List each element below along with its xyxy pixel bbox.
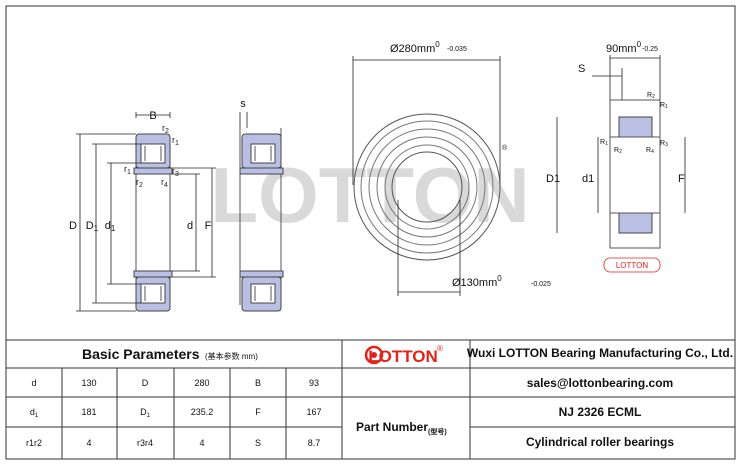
inner-tol-lower: -0.025 <box>531 281 551 288</box>
label-r2: r2 <box>162 123 169 135</box>
table-cell-r1-c0: d1 <box>30 407 39 419</box>
bore-circle <box>391 151 463 223</box>
table-cell-r0-c2: D <box>142 378 149 388</box>
part-number-value: NJ 2326 ECML <box>559 405 642 419</box>
right-bottom-roller <box>618 212 653 234</box>
table-cell-r1-c4: F <box>255 407 261 417</box>
label-D1-right: D1 <box>546 173 560 185</box>
table-cell-r2-c5: 8.7 <box>308 438 321 448</box>
table-cell-r1-c2: D1 <box>140 407 151 419</box>
right-badge <box>603 257 661 273</box>
table-cell-r0-c1: 130 <box>81 378 96 388</box>
table-rows: d 130 D 280 B 93 d1 181 D1 235.2 F 167 r1r2 4 r3r4 4 S 8.… <box>26 378 322 448</box>
left-bottom-roller <box>140 283 166 304</box>
label-r2-bottom: r2 <box>136 177 143 189</box>
right-R3: R3 <box>660 140 668 148</box>
logo-gear-icon <box>364 345 384 365</box>
inner-dim: Ø130mm0 <box>452 274 502 289</box>
second-bottom-roller <box>250 283 276 304</box>
label-r1-top: r1 <box>172 135 179 147</box>
roller-track-circle <box>376 136 478 238</box>
company-email[interactable]: sales@lottonbearing.com <box>527 376 673 390</box>
right-profile-outline <box>609 99 661 249</box>
label-r4: r4 <box>161 177 168 189</box>
outer-tol-lower: -0.035 <box>447 46 467 53</box>
label-F: F <box>205 220 212 232</box>
label-r1-left: r1 <box>124 164 131 176</box>
right-side-view: 90mm0 -0.25 S R2 R1 R1 R2 R3 R4 D1 d1 F … <box>546 40 686 273</box>
label-d1-right: d1 <box>582 173 594 185</box>
label-D1: D1 <box>86 220 99 233</box>
left-top-roller <box>140 143 166 164</box>
width-dim: 90mm0 <box>606 40 642 55</box>
second-top-roller <box>250 143 276 164</box>
table-cell-r2-c4: S <box>255 438 261 448</box>
bearing-type: Cylindrical roller bearings <box>526 435 674 449</box>
table-cell-r2-c1: 4 <box>86 438 91 448</box>
table-cell-r0-c0: d <box>31 378 36 388</box>
right-r1: R1 <box>600 139 608 147</box>
table-cell-r1-c1: 181 <box>81 407 96 417</box>
second-bottom-inner-ring <box>239 270 284 278</box>
right-R4: R4 <box>646 147 654 155</box>
label-r3: r3 <box>172 166 179 178</box>
right-badge-text: LOTTON <box>616 261 649 270</box>
left-section-view: B r2 r1 r1 r2 r3 r4 D D1 d1 <box>69 110 216 312</box>
registered-mark-front: ® <box>502 144 508 152</box>
outer-ring-circle <box>353 113 501 261</box>
second-section-view: s <box>239 98 284 312</box>
part-number-label: Part Number(型号) <box>356 420 447 436</box>
label-S: S <box>578 63 585 75</box>
right-R2: R2 <box>647 92 655 100</box>
logo-text: LOTTON <box>368 347 438 366</box>
table-cell-r0-c4: B <box>255 378 261 388</box>
company-name: Wuxi LOTTON Bearing Manufacturing Co., L… <box>467 346 733 360</box>
outer-dim: Ø280mm0 <box>390 40 440 55</box>
table-cell-r0-c3: 280 <box>194 378 209 388</box>
width-tol-lower: -0.25 <box>642 46 658 53</box>
table-cell-r2-c2: r3r4 <box>137 438 153 448</box>
label-s: s <box>240 98 246 110</box>
label-B: B <box>149 110 156 122</box>
table-title: Basic Parameters <box>82 346 200 362</box>
table-cell-r1-c5: 167 <box>306 407 321 417</box>
table-cell-r0-c5: 93 <box>309 378 319 388</box>
table-cell-r1-c3: 235.2 <box>191 407 214 417</box>
lotton-logo: LOTTON ® <box>364 344 443 366</box>
right-r2: R2 <box>614 147 622 155</box>
front-view: Ø280mm0 -0.035 ® Ø130mm0 -0.025 <box>352 40 551 296</box>
left-top-inner-ring <box>133 167 173 175</box>
parameter-table: Basic Parameters (基本参数 mm) d 130 D 280 B 93 d1… <box>6 339 735 459</box>
label-F-right: F <box>678 173 685 185</box>
right-top-roller <box>618 116 653 138</box>
label-D: D <box>69 220 77 232</box>
right-R1: R1 <box>660 102 668 110</box>
brand-block: LOTTON ® Wuxi LOTTON Bearing Manufacturi… <box>356 344 733 449</box>
label-d1: d1 <box>105 220 116 233</box>
label-d: d <box>187 220 193 232</box>
sheet-frame <box>5 5 736 460</box>
left-bottom-inner-ring <box>133 270 173 278</box>
table-cell-r2-c0: r1r2 <box>26 438 42 448</box>
second-top-inner-ring <box>239 167 284 175</box>
table-cell-r2-c3: 4 <box>199 438 204 448</box>
logo-registered: ® <box>437 344 443 353</box>
table-title-note: (基本参数 mm) <box>205 351 258 361</box>
